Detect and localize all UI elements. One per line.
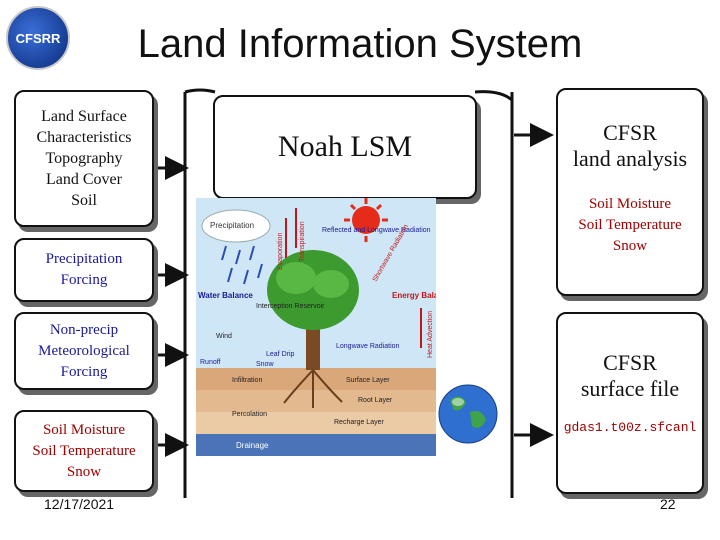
cfsr-land-analysis-box: CFSR land analysis Soil Moisture Soil Te… bbox=[556, 88, 704, 296]
analysis-var-1: Soil Moisture bbox=[588, 196, 672, 212]
label-infiltration: Infiltration bbox=[232, 377, 262, 384]
analysis-title-line-2: land analysis bbox=[572, 146, 688, 171]
precip-line-2: Forcing bbox=[60, 272, 108, 288]
land-surface-line-1: Land Surface bbox=[41, 108, 127, 125]
noah-schematic: Precipitation Reflected and Longwave Rad… bbox=[196, 198, 436, 456]
analysis-var-2: Soil Temperature bbox=[578, 217, 682, 233]
soil-state-line-2: Soil Temperature bbox=[32, 442, 136, 459]
label-interception: Interception Reservoir bbox=[256, 303, 325, 310]
label-leaf-drip: Leaf Drip bbox=[266, 351, 295, 358]
soil-state-line-1: Soil Moisture bbox=[42, 421, 126, 438]
page-title: Land Information System bbox=[137, 22, 583, 66]
cloud bbox=[201, 209, 271, 243]
footer-page-number: 22 bbox=[660, 496, 676, 512]
land-surface-line-4: Land Cover bbox=[46, 171, 122, 188]
soil-root-layer bbox=[196, 390, 436, 412]
label-precipitation: Precipitation bbox=[210, 221, 254, 230]
soil-state-line-3: Snow bbox=[66, 463, 102, 480]
rain-drops bbox=[221, 245, 263, 285]
nonprecip-line-2: Meteorological bbox=[38, 342, 130, 359]
label-evaporation: Evaporation bbox=[277, 233, 284, 270]
label-snow: Snow bbox=[256, 361, 274, 368]
label-wind: Wind bbox=[216, 333, 232, 340]
cfsr-surface-file-box: CFSR surface file gdas1.t00z.sfcanl bbox=[556, 312, 704, 494]
tree-roots bbox=[283, 369, 343, 408]
label-transpiration: Transpiration bbox=[299, 221, 306, 262]
label-reflected: Reflected and Longwave Radiation bbox=[322, 227, 431, 234]
label-recharge-layer: Recharge Layer bbox=[334, 419, 384, 426]
label-water-balance: Water Balance bbox=[198, 291, 253, 300]
land-surface-line-2: Characteristics bbox=[36, 129, 132, 146]
land-surface-line-5: Soil bbox=[71, 192, 97, 209]
analysis-var-3: Snow bbox=[612, 238, 648, 254]
label-percolation: Percolation bbox=[232, 411, 267, 418]
soil-surface-layer bbox=[196, 368, 436, 390]
land-surface-box: Land Surface Characteristics Topography … bbox=[14, 90, 154, 227]
drainage-band bbox=[196, 434, 436, 456]
surface-title-line-2: surface file bbox=[580, 376, 680, 401]
sun-rays bbox=[344, 198, 388, 242]
soil-state-box: Soil Moisture Soil Temperature Snow bbox=[14, 410, 154, 492]
footer-date: 12/17/2021 bbox=[44, 496, 115, 512]
surface-filename: gdas1.t00z.sfcanl bbox=[563, 420, 697, 435]
land-surface-line-3: Topography bbox=[45, 150, 123, 167]
precip-line-1: Precipitation bbox=[45, 251, 123, 267]
label-root-layer: Root Layer bbox=[358, 397, 393, 404]
nonprecip-forcing-box: Non-precip Meteorological Forcing bbox=[14, 312, 154, 390]
globe-icon bbox=[438, 384, 498, 444]
label-drainage: Drainage bbox=[236, 441, 269, 450]
nonprecip-line-3: Forcing bbox=[60, 363, 108, 380]
tree-trunk bbox=[306, 318, 320, 370]
soil-recharge-layer bbox=[196, 412, 436, 434]
label-energy-balance: Energy Balance bbox=[392, 291, 436, 300]
label-heat-advection: Heat Advection bbox=[427, 311, 434, 358]
nonprecip-line-1: Non-precip bbox=[49, 321, 119, 338]
surface-title-line-1: CFSR bbox=[603, 350, 657, 375]
precip-forcing-box: Precipitation Forcing bbox=[14, 238, 154, 302]
noah-lsm-box: Noah LSM bbox=[213, 95, 477, 199]
analysis-title-line-1: CFSR bbox=[603, 120, 657, 145]
sun bbox=[352, 206, 380, 234]
label-longwave: Longwave Radiation bbox=[336, 343, 400, 350]
label-surface-layer: Surface Layer bbox=[346, 377, 390, 384]
noah-lsm-label: Noah LSM bbox=[277, 130, 413, 163]
cfsrr-logo: CFSRR bbox=[6, 6, 70, 70]
logo-text: CFSRR bbox=[15, 30, 61, 46]
label-runoff: Runoff bbox=[200, 359, 221, 366]
model-frame-top bbox=[184, 88, 513, 102]
